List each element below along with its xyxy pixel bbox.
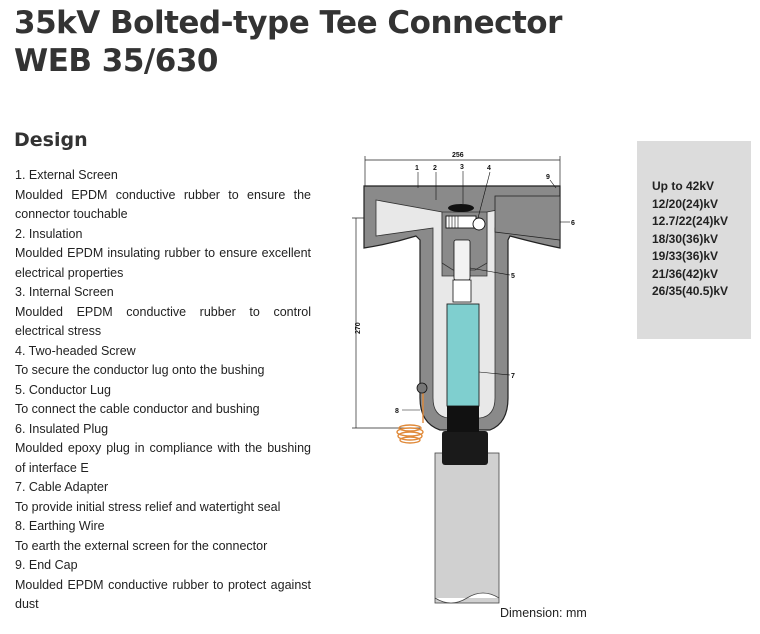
- page-title-line2: WEB 35/630: [14, 43, 218, 79]
- design-item-title: 4. Two-headed Screw: [15, 343, 136, 358]
- design-item-title: 3. Internal Screen: [15, 285, 114, 299]
- design-item-description: To connect the cable conductor and bushi…: [15, 402, 260, 416]
- width-dimension-label: 256: [452, 152, 464, 159]
- cable-break: [434, 592, 500, 604]
- section-title-design: Design: [14, 129, 88, 151]
- voltage-rating-item: Up to 42kV: [652, 179, 715, 193]
- design-item-description: To earth the external screen for the con…: [15, 538, 268, 553]
- voltage-rating-item: 19/33(36)kV: [652, 249, 719, 263]
- callout-1: 1: [415, 165, 419, 172]
- callout-7: 7: [511, 373, 515, 380]
- design-item-title: 6. Insulated Plug: [15, 421, 109, 436]
- design-item-title: 1. External Screen: [15, 168, 118, 182]
- lug-barrel: [452, 279, 472, 303]
- voltage-rating-item: 12/20(24)kV: [652, 196, 719, 211]
- screw-head: [448, 204, 474, 212]
- design-item-title: 5. Conductor Lug: [15, 382, 111, 397]
- design-item-description: To secure the conductor lug onto the bus…: [15, 363, 265, 377]
- design-item-title: 7. Cable Adapter: [15, 480, 109, 494]
- callout-9: 9: [546, 174, 550, 181]
- callout-5: 5: [511, 273, 515, 280]
- conductor-lug: [453, 239, 471, 281]
- design-item-title: 8. Earthing Wire: [15, 519, 105, 533]
- design-item-description: Moulded EPDM insulating rubber to ensure…: [15, 246, 311, 280]
- voltage-ratings-list: Up to 42kV 12/20(24)kV 12.7/22(24)kV 18/30(…: [652, 178, 728, 301]
- screw-thread: [448, 216, 459, 228]
- design-item-description: Moulded EPDM conductive rubber to protec…: [15, 577, 311, 612]
- page-title: 35kV Bolted-type Tee Connector WEB 35/63…: [14, 4, 562, 80]
- cable-adapter: [446, 303, 480, 407]
- cable-sheath: [434, 452, 500, 604]
- voltage-ratings-box: Up to 42kV 12/20(24)kV 12.7/22(24)kV 18/30(…: [637, 141, 751, 339]
- callout-4: 4: [487, 165, 491, 172]
- two-headed-screw: [445, 215, 477, 229]
- height-dimension-label: 270: [355, 322, 362, 334]
- dimension-note: Dimension: mm: [500, 606, 587, 620]
- callout-8: 8: [395, 408, 399, 415]
- voltage-rating-item: 18/30(36)kV: [652, 231, 719, 246]
- voltage-rating-item: 12.7/22(24)kV: [652, 214, 729, 228]
- voltage-rating-item: 21/36(42)kV: [652, 266, 719, 281]
- design-item-description: Moulded EPDM conductive rubber to contro…: [15, 304, 311, 339]
- callout-2: 2: [433, 165, 437, 172]
- earthing-lug: [416, 382, 428, 394]
- design-item-description: Moulded epoxy plug in compliance with th…: [15, 441, 311, 475]
- design-item-title: 2. Insulation: [15, 226, 83, 241]
- page-title-line1: 35kV Bolted-type Tee Connector: [14, 5, 562, 41]
- design-item-description: To provide initial stress relief and wat…: [15, 499, 281, 514]
- width-dimension-line: [364, 156, 561, 188]
- design-item-title: 9. End Cap: [15, 558, 78, 572]
- callout-6: 6: [571, 220, 575, 227]
- tee-connector-diagram: 256 270: [352, 152, 575, 604]
- design-item-description: Moulded EPDM conductive rubber to ensure…: [15, 187, 311, 222]
- insulated-plug: [494, 195, 561, 241]
- voltage-rating-item: 26/35(40.5)kV: [652, 284, 729, 298]
- cable-black-band: [442, 431, 488, 465]
- earthing-wire: [396, 384, 424, 444]
- height-dimension-line: [352, 217, 420, 429]
- screw-nut: [472, 217, 486, 231]
- callout-leaders: [402, 171, 570, 411]
- callout-3: 3: [460, 164, 464, 171]
- adapter-black-ring: [447, 406, 479, 432]
